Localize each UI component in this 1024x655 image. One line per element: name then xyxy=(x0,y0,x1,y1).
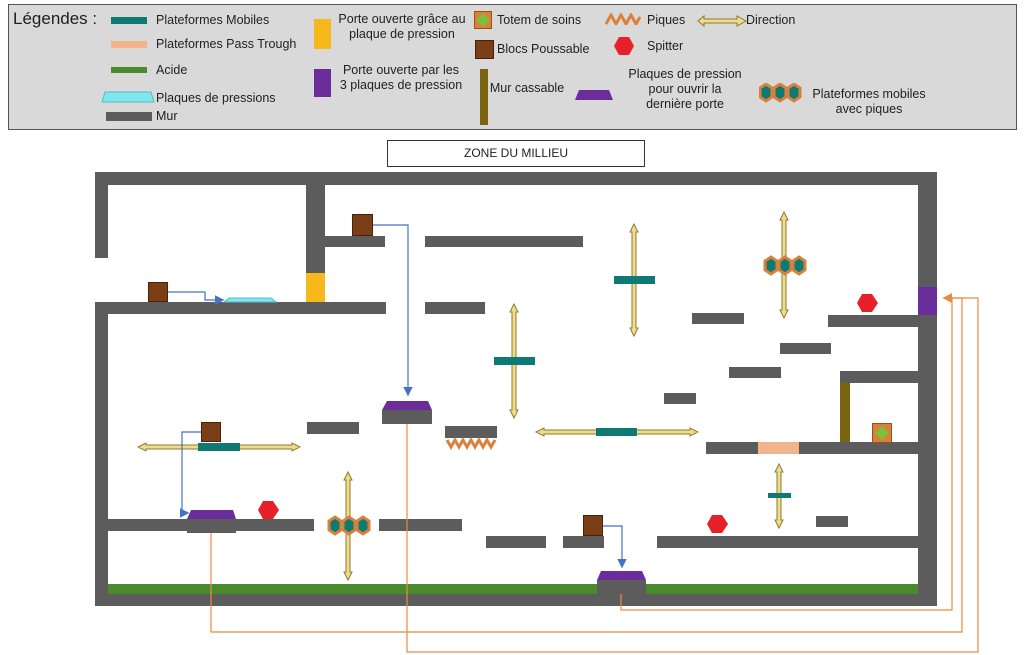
platform xyxy=(382,410,432,424)
pushable-block xyxy=(583,515,603,536)
wall-left-upper xyxy=(95,185,108,258)
breakable-wall-swatch xyxy=(480,69,488,125)
link-line xyxy=(373,224,413,397)
platform xyxy=(706,442,758,454)
platform xyxy=(108,519,187,531)
spike-platform-icon xyxy=(763,255,807,276)
platform xyxy=(563,536,604,548)
link-line xyxy=(620,293,953,611)
legend-label-direction: Direction xyxy=(746,13,796,27)
legend-label-spike-platforms: Plateformes mobiles avec piques xyxy=(812,87,926,116)
last-pressure-plate xyxy=(187,510,236,519)
pass-through-platform xyxy=(758,442,799,454)
spike-platform-icon xyxy=(759,83,802,103)
acid-floor xyxy=(646,584,918,594)
platform xyxy=(236,519,314,531)
legend-label-plates: Plaques de pressions xyxy=(156,91,276,105)
last-pressure-plate-swatch xyxy=(575,90,613,100)
spitter-icon xyxy=(857,294,878,312)
legend-title: Légendes : xyxy=(13,9,98,28)
pressure-plate xyxy=(222,297,278,303)
legend-label-door-purple: Porte ouverte par les 3 plaques de press… xyxy=(339,63,463,92)
mobile-platform xyxy=(614,276,655,284)
spike-platform-icon xyxy=(327,515,371,536)
platform xyxy=(425,236,583,247)
platform xyxy=(828,315,918,327)
door-purple-swatch xyxy=(314,69,331,97)
inner-pillar xyxy=(306,185,325,273)
spitter-icon xyxy=(707,515,728,533)
platform xyxy=(729,367,781,378)
link-line xyxy=(168,291,225,305)
acid-floor xyxy=(108,584,597,594)
wall-top xyxy=(95,172,937,185)
last-pressure-plate xyxy=(597,571,646,580)
pressure-plate-swatch xyxy=(101,91,155,103)
platform xyxy=(379,519,462,531)
totem-icon xyxy=(872,423,892,443)
pushable-block xyxy=(201,422,221,442)
zone-title: ZONE DU MILLIEU xyxy=(387,140,645,167)
legend-label-door-yellow: Porte ouverte grâce au plaque de pressio… xyxy=(338,12,466,41)
platform xyxy=(780,343,831,354)
platform xyxy=(307,422,359,434)
legend-label-totem: Totem de soins xyxy=(497,13,582,27)
link-line xyxy=(210,293,963,633)
pass-through-swatch xyxy=(111,41,147,48)
wall-right-upper xyxy=(918,185,937,287)
acid-swatch xyxy=(111,67,147,73)
last-pressure-plate xyxy=(382,401,432,410)
mobile-platform xyxy=(596,428,637,436)
platform xyxy=(187,519,236,533)
legend-label-acid: Acide xyxy=(156,63,188,77)
door-yellow xyxy=(306,273,325,302)
link-line xyxy=(603,525,627,569)
pushable-block xyxy=(352,214,373,236)
legend-label-last-plates: Plaques de pression pour ouvrir la derni… xyxy=(628,67,742,111)
legend-label-pass: Plateformes Pass Trough xyxy=(156,37,297,51)
platform xyxy=(657,536,918,548)
link-line xyxy=(406,293,979,653)
legend-label-spitter: Spitter xyxy=(647,39,684,53)
platform xyxy=(597,580,646,594)
totem-icon xyxy=(474,11,492,29)
spitter-icon xyxy=(614,37,634,55)
breakable-wall xyxy=(840,383,850,442)
direction-arrow-icon xyxy=(697,14,747,28)
platform xyxy=(325,236,385,247)
door-yellow-swatch xyxy=(314,19,331,49)
mobile-platform xyxy=(198,443,240,451)
wall-bottom xyxy=(95,594,937,606)
link-line xyxy=(179,431,201,518)
door-purple xyxy=(918,287,937,315)
platform xyxy=(425,302,485,314)
spikes-icon xyxy=(445,436,497,451)
pushable-block xyxy=(148,282,168,302)
platform xyxy=(486,536,546,548)
mobile-platform xyxy=(768,493,791,498)
platform xyxy=(108,302,386,314)
platform xyxy=(692,313,744,324)
spitter-icon xyxy=(258,501,279,519)
mobile-platform xyxy=(494,357,535,365)
platform xyxy=(816,516,848,527)
wall-swatch xyxy=(106,112,152,121)
block-swatch xyxy=(475,40,494,59)
platform xyxy=(664,393,696,404)
legend-label-blocks: Blocs Poussable xyxy=(497,42,590,56)
mobile-platform-swatch xyxy=(111,17,147,24)
legend-label-spikes: Piques xyxy=(647,13,686,27)
legend-label-breakable: Mur cassable xyxy=(489,81,565,95)
wall-left-lower xyxy=(95,302,108,594)
wall-right-lower xyxy=(918,315,937,594)
legend-panel: Légendes : Plateformes Mobiles Plateform… xyxy=(8,4,1017,130)
platform xyxy=(799,442,918,454)
legend-label-mobile: Plateformes Mobiles xyxy=(156,13,270,27)
legend-label-wall: Mur xyxy=(156,109,178,123)
platform xyxy=(445,426,497,438)
spikes-icon xyxy=(605,13,641,25)
platform xyxy=(840,371,918,383)
